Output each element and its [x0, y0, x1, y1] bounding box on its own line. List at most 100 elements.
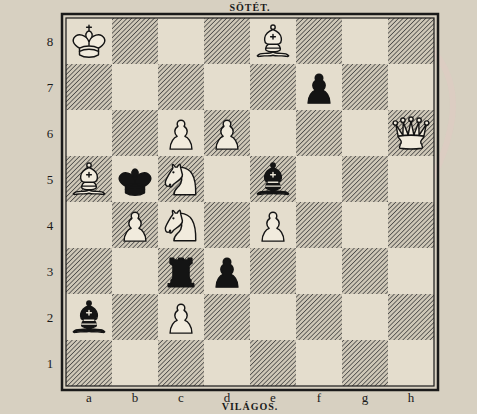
board-square [158, 110, 204, 156]
piece-part [168, 278, 194, 287]
board-square [204, 340, 250, 386]
side-heading: SÖTÉT. [229, 3, 270, 13]
board-square [342, 110, 388, 156]
board-square [296, 340, 342, 386]
board-square [388, 64, 434, 110]
piece-part [424, 121, 428, 125]
board-square [112, 110, 158, 156]
piece-part [170, 304, 192, 333]
rank-number: 8 [47, 35, 54, 48]
board-square [342, 294, 388, 340]
board-square [158, 294, 204, 340]
piece-part [126, 184, 145, 189]
board-square [112, 248, 158, 294]
black-rook [168, 258, 194, 287]
board-square [158, 340, 204, 386]
board-square [204, 110, 250, 156]
board-square [66, 156, 112, 202]
board-square [388, 294, 434, 340]
white-pawn [216, 120, 238, 149]
board-square [204, 294, 250, 340]
piece-part [265, 168, 282, 190]
board-square [296, 248, 342, 294]
rank-number: 1 [47, 357, 54, 370]
board-square [112, 64, 158, 110]
board-square [250, 294, 296, 340]
piece-part [417, 118, 421, 122]
rank-number: 3 [47, 265, 54, 278]
piece-part [80, 46, 99, 51]
board-square [342, 64, 388, 110]
piece-part [170, 258, 192, 263]
board-square [112, 156, 158, 202]
board-square [342, 248, 388, 294]
piece-part [271, 163, 275, 167]
piece-part [257, 190, 288, 195]
board-square [250, 340, 296, 386]
file-letter: f [317, 391, 321, 404]
board-square [204, 64, 250, 110]
board-square [158, 18, 204, 64]
white-pawn [170, 304, 192, 333]
board-square [112, 340, 158, 386]
board-square [158, 64, 204, 110]
piece-part [165, 210, 182, 233]
piece-part [165, 164, 182, 187]
board-square [388, 202, 434, 248]
board-square [250, 110, 296, 156]
knight-eye [172, 217, 174, 219]
piece-part [265, 30, 282, 52]
board-square [204, 202, 250, 248]
board-square [204, 156, 250, 202]
board-square [296, 110, 342, 156]
board-outer-frame [62, 14, 438, 390]
board-square [112, 18, 158, 64]
file-letter: c [178, 391, 184, 404]
piece-part [133, 163, 138, 168]
knight-eye [172, 171, 174, 173]
board-square [112, 294, 158, 340]
board-square [388, 340, 434, 386]
rank-number: 7 [47, 81, 54, 94]
black-king [119, 163, 151, 195]
black-bishop [257, 163, 288, 194]
board-square [66, 110, 112, 156]
piece-part [308, 74, 330, 103]
piece-part [409, 117, 413, 121]
white-queen [393, 117, 429, 149]
board-square [342, 340, 388, 386]
piece-part [401, 118, 405, 122]
board-inner-frame [66, 18, 434, 386]
piece-part [398, 135, 424, 149]
board-square [66, 248, 112, 294]
white-knight [165, 210, 195, 240]
white-knight [165, 164, 195, 194]
rank-number: 4 [47, 219, 54, 232]
rank-number: 5 [47, 173, 54, 186]
board-square [342, 18, 388, 64]
board-square [296, 294, 342, 340]
piece-part [82, 172, 96, 186]
piece-part [257, 52, 288, 57]
piece-part [262, 212, 284, 241]
board-square [66, 294, 112, 340]
piece-part [170, 263, 192, 278]
piece-part [82, 310, 96, 324]
board-square [66, 18, 112, 64]
black-pawn [308, 74, 330, 103]
white-pawn [124, 212, 146, 241]
board-square [158, 248, 204, 294]
board-square [296, 156, 342, 202]
piece-part [216, 258, 238, 287]
file-letter: g [362, 391, 369, 404]
board-square [388, 18, 434, 64]
board-square [388, 156, 434, 202]
piece-part [271, 25, 275, 29]
board-square [388, 248, 434, 294]
board-square [250, 202, 296, 248]
piece-part [87, 163, 91, 167]
board-square [342, 202, 388, 248]
black-bishop [73, 301, 104, 332]
